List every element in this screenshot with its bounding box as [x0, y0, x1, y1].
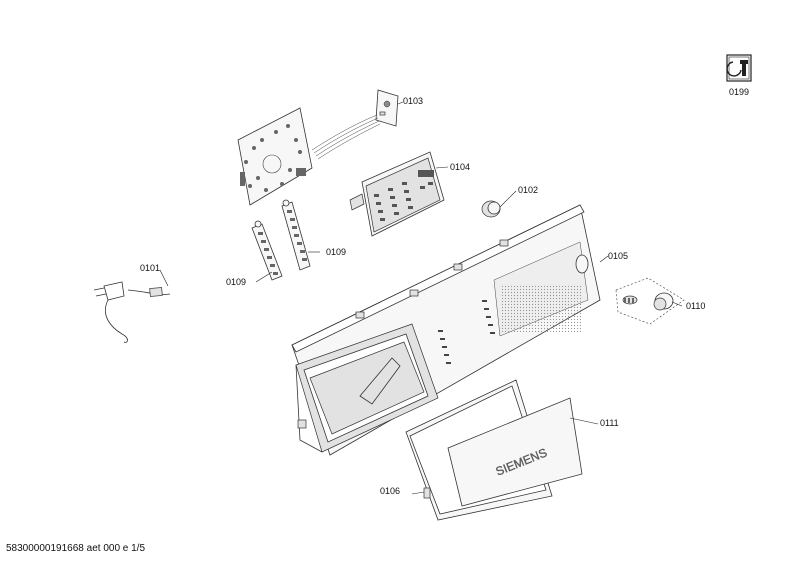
part-0102-knob-ring	[481, 200, 501, 218]
label-0199: 0199	[729, 87, 749, 97]
part-0109-light-guide-left	[251, 220, 283, 281]
leader-lines	[159, 101, 683, 495]
part-0105-control-panel	[291, 204, 601, 456]
label-0106: 0106	[380, 486, 400, 496]
part-0109-light-guide-right	[281, 199, 311, 271]
label-0111: 0111	[600, 418, 619, 428]
service-tools-icon	[726, 54, 752, 82]
label-0105: 0105	[608, 251, 628, 261]
document-footer-code: 58300000191668 aet 000 e 1/5	[6, 543, 146, 554]
label-0104: 0104	[450, 162, 470, 172]
part-0104-display-module	[349, 151, 445, 237]
part-0103-small-board	[311, 89, 399, 160]
part-0101-cable	[93, 281, 171, 343]
label-0101: 0101	[140, 263, 160, 273]
part-main-board	[237, 107, 313, 206]
label-0103: 0103	[403, 96, 423, 106]
part-0111-badge-panel: SIEMENS	[447, 397, 583, 507]
label-0109-left: 0109	[226, 277, 246, 287]
label-0102: 0102	[518, 185, 538, 195]
part-0110-program-knob	[615, 277, 685, 325]
label-0109-right: 0109	[326, 247, 346, 257]
label-0110: 0110	[686, 301, 705, 311]
